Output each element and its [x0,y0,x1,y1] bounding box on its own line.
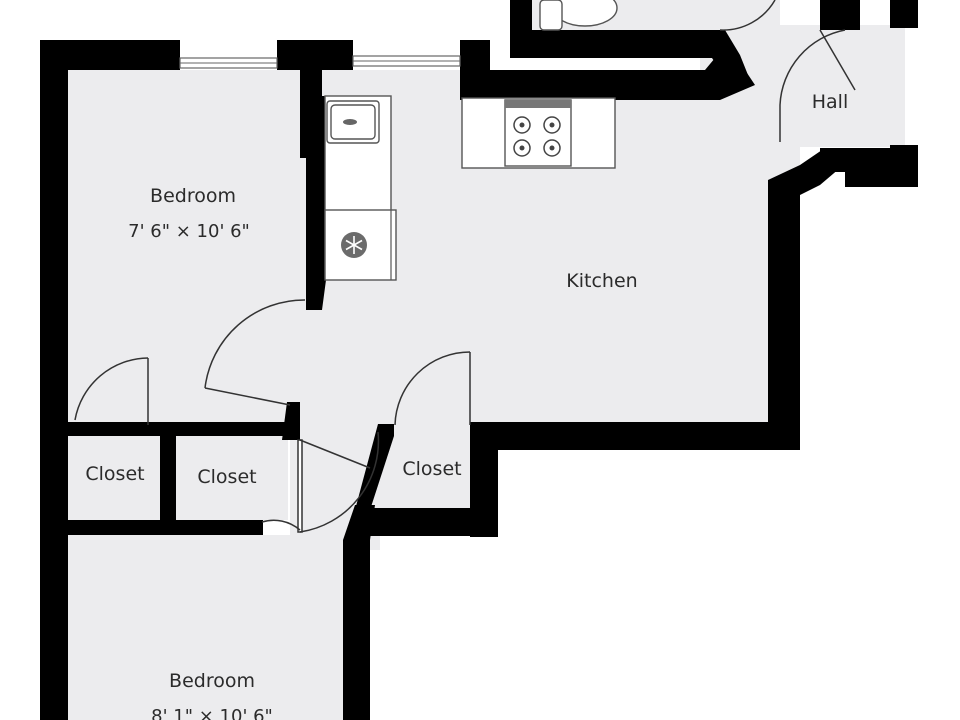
toilet-icon [539,0,618,31]
wall-hall-right-bottom [890,145,918,187]
sink-icon [326,100,380,144]
door-swing-closets-bottom [261,519,301,531]
door-leaf-bedroom-top [204,387,291,406]
windows [179,55,461,69]
door-swing-hall [779,29,846,142]
wall-top-kitchen-b [460,58,755,100]
label-closet-right: Closet [402,458,461,480]
floor-hall [780,25,905,147]
wall-closets-bottom [68,520,263,535]
door-leaf-bedroom-bottom-line [299,439,371,469]
walls [40,0,918,720]
label-kitchen: Kitchen [566,270,637,292]
wall-bedroom-bottom-right [343,505,375,720]
door-swing-bedroom-top [204,299,306,389]
wall-kitchen-bottom [470,422,800,450]
stove-burners-icon [504,99,572,167]
floor-bedroom-bottom [68,535,343,720]
door-leaf-bedroom-bottom [297,439,303,533]
wall-bedroom-kitchen [300,40,326,310]
wall-door-jamb-a [282,402,300,440]
door-swing-bedroom-bottom [299,431,380,533]
door-swing-toilet [719,0,776,31]
kitchen-fixtures [324,95,616,281]
wall-closet-middle-left [160,422,176,522]
room-labels: Bedroom 7' 6" × 10' 6" Kitchen Hall Clos… [85,91,848,720]
wall-bedroom-closets [68,422,300,436]
label-bedroom-top: Bedroom [150,185,236,207]
label-closet-middle: Closet [197,466,256,488]
wall-kitchen-right [768,150,840,450]
label-hall: Hall [812,91,849,113]
floor-bedroom-top [68,70,308,430]
floor-closet-left [68,434,160,520]
floor-closet-middle [176,436,288,520]
wall-left-outer [40,40,68,720]
dims-bedroom-top: 7' 6" × 10' 6" [128,221,250,242]
wall-top-bedroom-a [40,40,180,70]
door-swing-closet-right [394,351,471,426]
wall-hall-right-top [890,0,918,28]
label-closet-left: Closet [85,463,144,485]
wall-toilet-bottom [510,30,748,85]
door-leaf-hall [819,29,856,91]
snowflake-icon [341,232,367,258]
dims-bedroom-bottom: 8' 1" × 10' 6" [151,706,273,720]
wall-closet-right-bottom [370,508,498,536]
doors [74,0,856,533]
door-swing-closet-left [74,357,149,421]
label-bedroom-bottom: Bedroom [169,670,255,692]
wall-hall-top-right [820,0,860,30]
wall-hall-bottom [820,148,890,187]
